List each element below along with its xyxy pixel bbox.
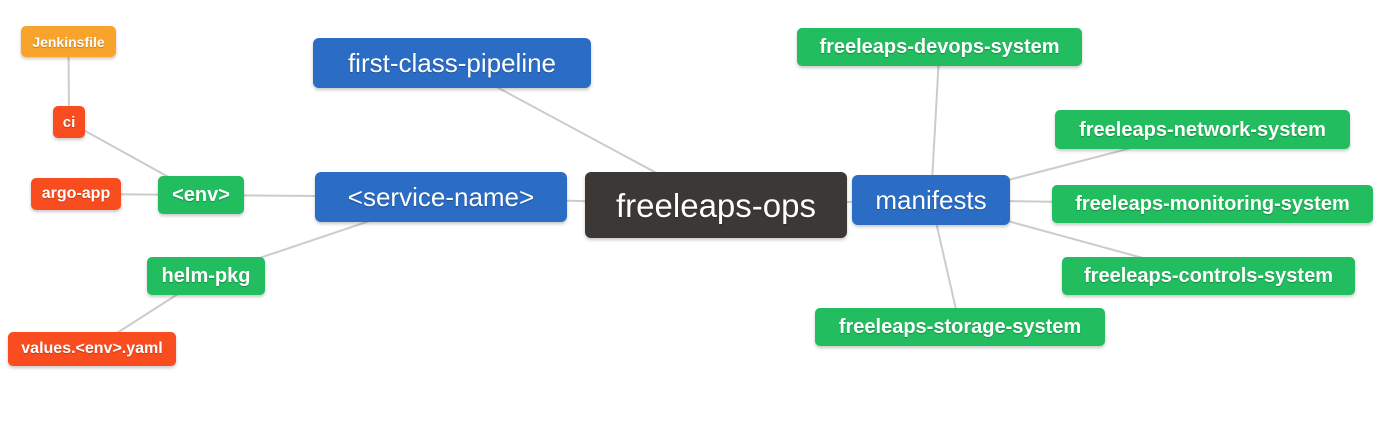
edge-manifests-devops-system [930, 46, 941, 201]
mindmap-node-jenkinsfile[interactable]: Jenkinsfile [21, 26, 116, 57]
node-label: helm-pkg [161, 265, 251, 287]
node-label: <env> [172, 184, 230, 206]
mindmap-node-network-system[interactable]: freeleaps-network-system [1055, 110, 1350, 149]
mindmap-node-devops-system[interactable]: freeleaps-devops-system [797, 28, 1082, 66]
mindmap-node-values-env-yaml[interactable]: values.<env>.yaml [8, 332, 176, 366]
node-label: ci [62, 113, 76, 131]
mindmap-node-ci[interactable]: ci [53, 106, 85, 138]
node-label: Jenkinsfile [32, 33, 105, 50]
node-label: freeleaps-network-system [1079, 118, 1326, 141]
node-label: freeleaps-storage-system [838, 316, 1082, 338]
mindmap-node-service-name[interactable]: <service-name> [315, 172, 567, 222]
mindmap-node-manifests[interactable]: manifests [852, 175, 1010, 225]
node-label: freeleaps-controls-system [1084, 265, 1333, 287]
mindmap-node-first-class-pipeline[interactable]: first-class-pipeline [313, 38, 591, 88]
node-label: <service-name> [347, 182, 535, 212]
node-label: first-class-pipeline [347, 48, 557, 78]
node-label: argo-app [41, 185, 111, 202]
mindmap-node-storage-system[interactable]: freeleaps-storage-system [815, 308, 1105, 346]
mindmap-node-argo-app[interactable]: argo-app [31, 178, 121, 210]
mindmap-node-helm-pkg[interactable]: helm-pkg [147, 257, 265, 295]
node-label: freeleaps-ops [616, 186, 816, 224]
mindmap-node-freeleaps-ops[interactable]: freeleaps-ops [585, 172, 847, 238]
node-label: freeleaps-monitoring-system [1075, 193, 1350, 215]
node-label: freeleaps-devops-system [819, 36, 1060, 58]
mindmap-node-env[interactable]: <env> [158, 176, 244, 214]
mindmap-node-controls-system[interactable]: freeleaps-controls-system [1062, 257, 1355, 295]
node-label: manifests [875, 185, 987, 215]
node-label: values.<env>.yaml [21, 340, 163, 357]
mindmap-node-monitoring-system[interactable]: freeleaps-monitoring-system [1052, 185, 1373, 223]
